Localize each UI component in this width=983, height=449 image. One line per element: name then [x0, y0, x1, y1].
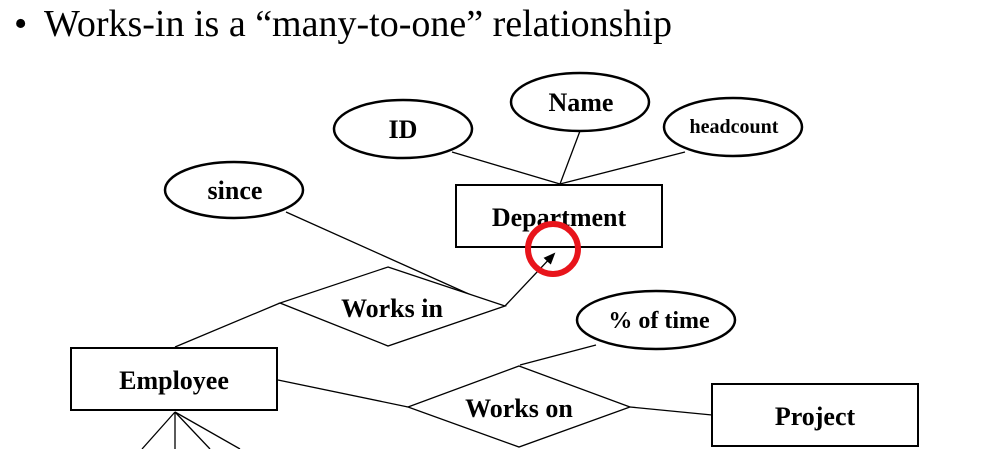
employee-to-works-in-line	[174, 302, 281, 348]
employee-to-works-on-line	[277, 379, 409, 408]
project-entity-box	[711, 383, 919, 447]
bullet-point: • Works-in is a “many-to-one” relationshi…	[14, 2, 672, 46]
pct-time-to-works-on-line	[519, 344, 597, 366]
attribute-pct-time-ellipse	[575, 289, 737, 351]
works-on-label: Works on	[465, 394, 573, 423]
employee-subtype-line-far	[174, 411, 241, 449]
employee-subtype-line-left	[141, 411, 176, 449]
project-label: Project	[775, 402, 856, 431]
attribute-id-ellipse	[332, 98, 474, 160]
employee-entity-box	[70, 347, 278, 411]
employee-label: Employee	[119, 366, 229, 395]
attribute-name-ellipse	[509, 71, 651, 133]
id-to-department-line	[451, 151, 561, 185]
attribute-name-label: Name	[549, 88, 614, 117]
attribute-headcount-label: headcount	[690, 116, 779, 138]
attribute-since-label: since	[208, 176, 263, 205]
works-in-to-department-arrow	[504, 252, 556, 307]
works-in-diamond	[278, 266, 508, 347]
highlight-circle	[525, 221, 581, 277]
attribute-headcount-ellipse	[662, 96, 804, 158]
department-entity-box	[455, 184, 663, 248]
bullet-symbol: •	[14, 3, 28, 45]
works-on-to-project-line	[629, 406, 713, 416]
attribute-pct-time-label: % of time	[608, 308, 710, 334]
employee-subtype-line-right	[174, 411, 211, 449]
works-in-label: Works in	[341, 294, 443, 323]
attribute-id-label: ID	[389, 115, 418, 144]
attribute-since-ellipse	[163, 160, 305, 220]
works-on-diamond	[406, 365, 632, 448]
name-to-department-line	[559, 130, 581, 185]
bullet-text: Works-in is a “many-to-one” relationship	[44, 3, 672, 45]
headcount-to-department-line	[559, 151, 686, 185]
